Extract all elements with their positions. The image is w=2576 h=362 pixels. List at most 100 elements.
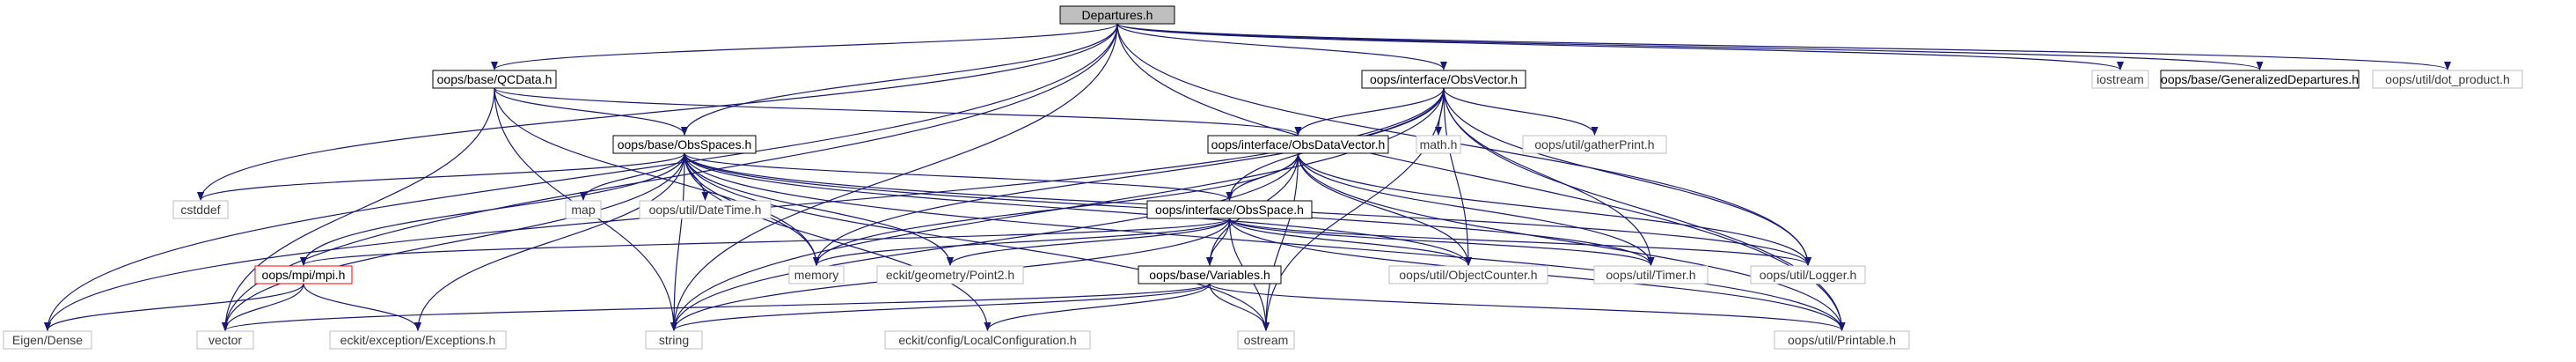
edge-obsdatavector-to-objcounter [1297, 152, 1472, 266]
edge [684, 152, 1846, 331]
node-box [1146, 200, 1313, 219]
edge-obsspace-to-mpi [300, 218, 1231, 266]
node-box [2160, 70, 2360, 89]
node-label: oops/util/dot_product.h [2385, 72, 2510, 86]
node-label: oops/base/QCData.h [437, 72, 553, 86]
edge-variables-to-localconfig [984, 283, 1211, 331]
edge [1443, 87, 1472, 266]
edge-qcdata-to-vector [222, 87, 495, 331]
edge-obsspaces-to-vector [222, 152, 685, 331]
edge-obsspaces-to-obsspace [684, 152, 1233, 201]
node-label: iostream [2097, 72, 2144, 86]
node-iostream: iostream [2091, 70, 2149, 89]
edge-variables-to-ostream [1209, 283, 1270, 331]
node-label: oops/util/Timer.h [1606, 268, 1695, 282]
edge [1116, 23, 2124, 70]
edge-departures-to-obsvector [1116, 23, 1447, 70]
edge [1209, 283, 1270, 331]
edge [44, 23, 1118, 331]
node-map: map [565, 200, 602, 219]
edge-obsdatavector-to-memory [813, 152, 1299, 266]
node-box [1593, 265, 1709, 284]
edge [1297, 152, 1846, 331]
node-gendep[interactable]: oops/base/GeneralizedDepartures.h [2160, 70, 2360, 89]
edge-obsspaces-to-mpi [300, 152, 685, 266]
edge-obsvector-to-ostream [1262, 87, 1445, 331]
node-objcounter: oops/util/ObjectCounter.h [1388, 265, 1548, 284]
node-obsspaces[interactable]: oops/base/ObsSpaces.h [612, 135, 757, 154]
node-box [1207, 135, 1389, 154]
edge-departures-to-obsspaces [681, 23, 1118, 136]
edge-departures-to-eigen [44, 23, 1118, 331]
edge [813, 152, 1299, 266]
edge-obsvector-to-memory [813, 87, 1445, 266]
edge-variables-to-printable [1209, 283, 1846, 331]
node-label: Eigen/Dense [12, 333, 83, 347]
edge-qcdata-to-obsspaces [494, 87, 688, 136]
edge [1116, 23, 1846, 331]
node-box [196, 330, 254, 350]
node-label: oops/util/DateTime.h [649, 203, 762, 217]
node-obsdatavector[interactable]: oops/interface/ObsDataVector.h [1207, 135, 1389, 154]
edge [1262, 87, 1445, 331]
edge-obsdatavector-to-timer [1297, 152, 1655, 266]
node-box [884, 330, 1091, 350]
node-obsvector[interactable]: oops/interface/ObsVector.h [1361, 70, 1526, 89]
edge [414, 152, 685, 331]
edge-obsdatavector-to-string [670, 152, 1299, 331]
node-box [2372, 70, 2523, 89]
node-string: string [645, 330, 703, 350]
node-variables[interactable]: oops/base/Variables.h [1138, 265, 1282, 284]
node-label: eckit/exception/Exceptions.h [340, 333, 496, 347]
edge [300, 152, 685, 266]
edge-mpi-to-eigen [44, 283, 304, 331]
edge [1443, 87, 1599, 136]
node-math: math.h [1416, 135, 1461, 154]
node-mpi[interactable]: oops/mpi/mpi.h [254, 265, 353, 284]
edge [684, 152, 1233, 201]
edge [681, 23, 1118, 136]
node-box [329, 330, 507, 350]
node-label: oops/util/Printable.h [1788, 333, 1896, 347]
edge [670, 23, 1118, 331]
node-box [876, 265, 1024, 284]
node-memory: memory [788, 265, 845, 284]
node-box [1059, 5, 1175, 25]
edge [1228, 218, 1811, 266]
edge [1116, 23, 2451, 70]
node-box [612, 135, 757, 154]
node-qcdata[interactable]: oops/base/QCData.h [432, 70, 557, 89]
node-departures: Departures.h [1059, 5, 1175, 25]
edge-departures-to-cstddef [197, 23, 1118, 201]
edge-obsdatavector-to-printable [1297, 152, 1846, 331]
node-exceptions: eckit/exception/Exceptions.h [329, 330, 507, 350]
node-obsspace[interactable]: oops/interface/ObsSpace.h [1146, 200, 1313, 219]
node-gatherprint: oops/util/gatherPrint.h [1522, 135, 1667, 154]
node-printable: oops/util/Printable.h [1774, 330, 1910, 350]
edge [494, 87, 688, 136]
edge [494, 87, 820, 266]
edge-obsvector-to-logger [1443, 87, 1811, 266]
edge [813, 218, 1231, 266]
edge [684, 152, 1472, 266]
node-label: cstddef [180, 203, 220, 217]
edge [494, 87, 1302, 136]
edge [684, 152, 1270, 331]
edge-obsdatavector-to-ostream [1262, 152, 1299, 331]
node-label: oops/interface/ObsSpace.h [1155, 203, 1304, 217]
node-box [1237, 330, 1295, 350]
edge-obsspace-to-logger [1228, 218, 1811, 266]
node-box [639, 200, 772, 219]
edge-obsspaces-to-exceptions [414, 152, 685, 331]
edge-mpi-to-exceptions [303, 283, 421, 331]
edge [1116, 23, 1811, 266]
edge-obsspaces-to-point2 [684, 152, 954, 266]
node-label: oops/mpi/mpi.h [262, 268, 346, 282]
edge-departures-to-string [670, 23, 1118, 331]
node-cstddef: cstddef [172, 200, 229, 219]
node-label: oops/util/Logger.h [1760, 268, 1857, 282]
edge-obsspaces-to-objcounter [684, 152, 1472, 266]
edge-obsvector-to-printable [1443, 87, 1846, 331]
edge [1116, 23, 1447, 70]
